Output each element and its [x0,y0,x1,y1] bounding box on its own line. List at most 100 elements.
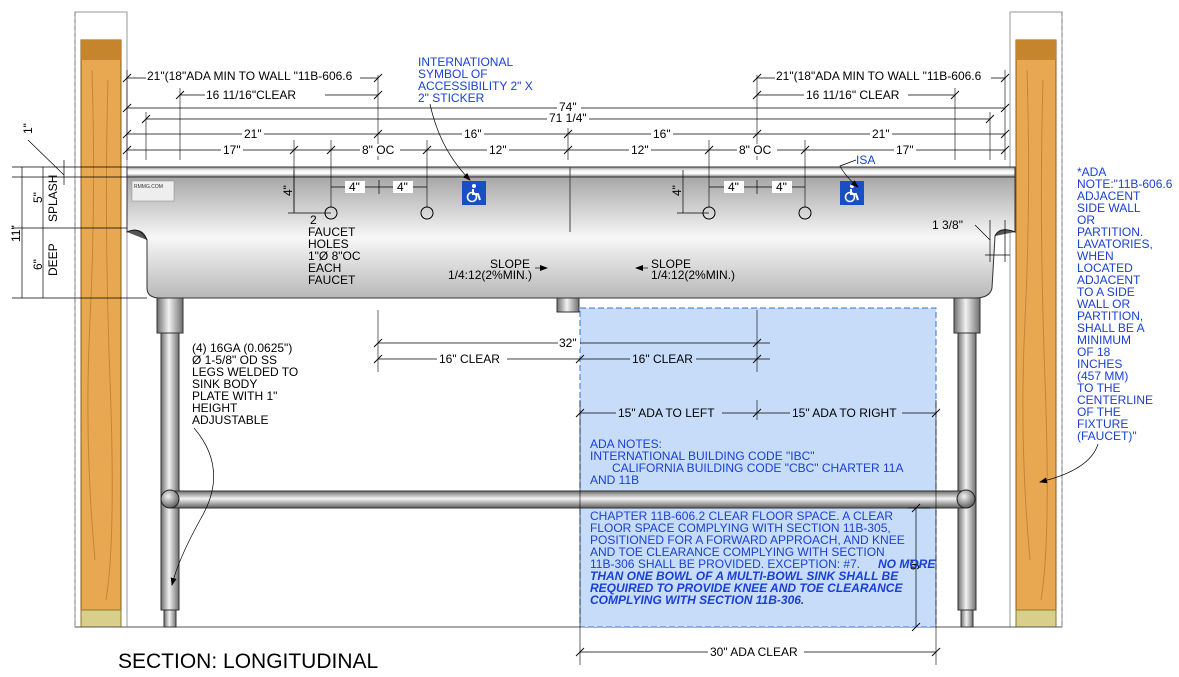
ada-notes: ADA NOTES: INTERNATIONAL BUILDING CODE "… [590,437,936,607]
extension-lines [126,70,1006,665]
dim-5-inch: 5" [31,192,45,203]
svg-text:1"Ø 8"OC: 1"Ø 8"OC [308,249,361,263]
svg-text:(457 MM): (457 MM) [1077,369,1128,383]
section-title: SECTION: LONGITUDINAL [118,650,378,673]
svg-text:LOCATED: LOCATED [1077,261,1133,275]
callout-legs: (4) 16GA (0.0625") Ø 1-5/8" OD SS LEGS W… [170,341,298,586]
dim-faucet-h4b-right: 4" [776,180,787,194]
dim-faucet-v4-right: 4" [670,185,684,196]
svg-text:HEIGHT: HEIGHT [192,401,238,415]
dim-11-inch: 11" [9,225,23,242]
svg-text:INCHES: INCHES [1077,357,1122,371]
svg-text:COMPLYING WITH SECTION 11B-306: COMPLYING WITH SECTION 11B-306. [590,593,804,607]
svg-text:WALL OR: WALL OR [1077,297,1130,311]
svg-text:OR: OR [1077,213,1095,227]
dim-oc-right: 8" OC [739,143,772,157]
svg-text:(4) 16GA (0.0625"): (4) 16GA (0.0625") [192,341,292,355]
slope-left: SLOPE 1/4:12(2%MIN.) [448,257,548,282]
svg-text:CHAPTER 11B-606.2 CLEAR FLOOR: CHAPTER 11B-606.2 CLEAR FLOOR SPACE. A C… [590,509,893,523]
svg-text:ADA NOTES:: ADA NOTES: [590,437,662,451]
svg-text:NOTE:"11B-606.6: NOTE:"11B-606.6 [1077,177,1173,191]
slope-right: SLOPE 1/4:12(2%MIN.) [635,257,735,282]
svg-text:PARTITION.: PARTITION. [1077,225,1143,239]
svg-text:PLATE WITH 1": PLATE WITH 1" [192,389,277,403]
svg-text:WHEN: WHEN [1077,249,1114,263]
dim-12-right: 12" [631,143,649,157]
dim-ada-left: 21"(18"ADA MIN TO WALL "11B-606.6 [147,69,353,83]
svg-text:POSITIONED FOR A FORWARD APPRO: POSITIONED FOR A FORWARD APPROACH, AND K… [590,533,905,547]
dim-6-inch: 6" [31,259,45,270]
drain-outlet [556,297,580,313]
svg-text:ADJUSTABLE: ADJUSTABLE [192,413,268,427]
dim-16-right: 16" [653,127,671,141]
svg-text:SLOPE: SLOPE [651,257,691,271]
svg-text:OF 18: OF 18 [1077,345,1111,359]
dim-12-left: 12" [489,143,507,157]
svg-text:INTERNATIONAL BUILDING CODE "I: INTERNATIONAL BUILDING CODE "IBC" [590,449,815,463]
svg-text:SLOPE: SLOPE [490,257,530,271]
svg-text:Ø 1-5/8" OD SS: Ø 1-5/8" OD SS [192,353,277,367]
svg-text:FLOOR SPACE COMPLYING WITH SEC: FLOOR SPACE COMPLYING WITH SECTION 11B-3… [590,521,891,535]
svg-text:ADJACENT: ADJACENT [1077,189,1141,203]
svg-text:CENTERLINE: CENTERLINE [1077,393,1153,407]
left-wall [74,11,128,628]
dim-9-toe: 9" [908,559,922,570]
legs [156,297,981,628]
dim-32-knee: 32" [559,336,577,350]
callout-faucet-holes: 2 FAUCET HOLES 1"Ø 8"OC EACH FAUCET [308,213,361,287]
dim-1-3-8: 1 3/8" [932,218,963,232]
left-stud [80,39,122,613]
svg-text:*ADA: *ADA [1077,165,1106,179]
svg-text:LEGS WELDED TO: LEGS WELDED TO [192,365,298,379]
svg-text:SINK BODY: SINK BODY [192,377,257,391]
svg-text:2: 2 [310,213,317,227]
dim-16-clear-right: 16" CLEAR [632,352,693,366]
svg-text:OF THE: OF THE [1077,405,1121,419]
dim-30-ada-clear: 30" ADA CLEAR [710,645,798,659]
right-stud [1015,39,1057,613]
dim-17-left: 17" [223,143,241,157]
svg-text:SIDE WALL: SIDE WALL [1077,201,1141,215]
svg-text:CALIFORNIA BUILDING CODE "CBC": CALIFORNIA BUILDING CODE "CBC" CHARTER 1… [612,461,903,475]
svg-text:PARTITION,: PARTITION, [1077,309,1143,323]
svg-text:FAUCET: FAUCET [308,225,356,239]
side-ada-note: *ADA NOTE:"11B-606.6 ADJACENT SIDE WALL … [1039,165,1173,484]
accessibility-icon-left [462,181,486,205]
svg-text:THAN ONE BOWL OF A MULTI-BOWL: THAN ONE BOWL OF A MULTI-BOWL SINK SHALL… [590,569,899,583]
side-dimension-lines [12,139,147,299]
svg-text:1/4:12(2%MIN.): 1/4:12(2%MIN.) [448,268,532,282]
dim-17-right: 17" [896,143,914,157]
dimension-ticks [122,73,1010,155]
svg-text:2" STICKER: 2" STICKER [418,91,485,105]
dim-deep: DEEP [46,243,60,276]
dim-faucet-h4a-left: 4" [349,180,360,194]
svg-text:FAUCET: FAUCET [308,273,356,287]
svg-text:SYMBOL OF: SYMBOL OF [418,67,488,81]
dim-ada-right: 21"(18"ADA MIN TO WALL "11B-606.6 [776,69,982,83]
svg-text:HOLES: HOLES [308,237,349,251]
svg-text:ADJACENT: ADJACENT [1077,273,1141,287]
brand-plate: RMMG.COM [134,184,163,190]
right-wall [1009,11,1063,628]
svg-text:FIXTURE: FIXTURE [1077,417,1128,431]
svg-text:11B-306 SHALL BE PROVIDED. EXC: 11B-306 SHALL BE PROVIDED. EXCEPTION: #7… [590,557,860,571]
dim-faucet-h4a-right: 4" [728,180,739,194]
svg-text:REQUIRED TO PROVIDE KNEE AND T: REQUIRED TO PROVIDE KNEE AND TOE CLEARAN… [590,581,903,595]
dim-faucet-v4-left: 4" [281,185,295,196]
dim-overall-74: 74" [559,100,577,114]
svg-text:MINIMUM: MINIMUM [1077,333,1131,347]
svg-text:SHALL BE A: SHALL BE A [1077,321,1145,335]
svg-text:TO THE: TO THE [1077,381,1121,395]
svg-text:NO MORE: NO MORE [878,557,936,571]
accessibility-icon-right [840,181,864,205]
svg-text:TO A SIDE: TO A SIDE [1077,285,1135,299]
dim-splash: SPLASH [46,175,60,222]
dim-21-right: 21" [872,127,890,141]
svg-text:EACH: EACH [308,261,341,275]
dim-21-left: 21" [244,127,262,141]
dim-faucet-h4b-left: 4" [397,180,408,194]
dim-16-left: 16" [464,127,482,141]
callout-isa: ISA [856,153,875,167]
dim-overall-71: 71 1/4" [549,111,587,125]
